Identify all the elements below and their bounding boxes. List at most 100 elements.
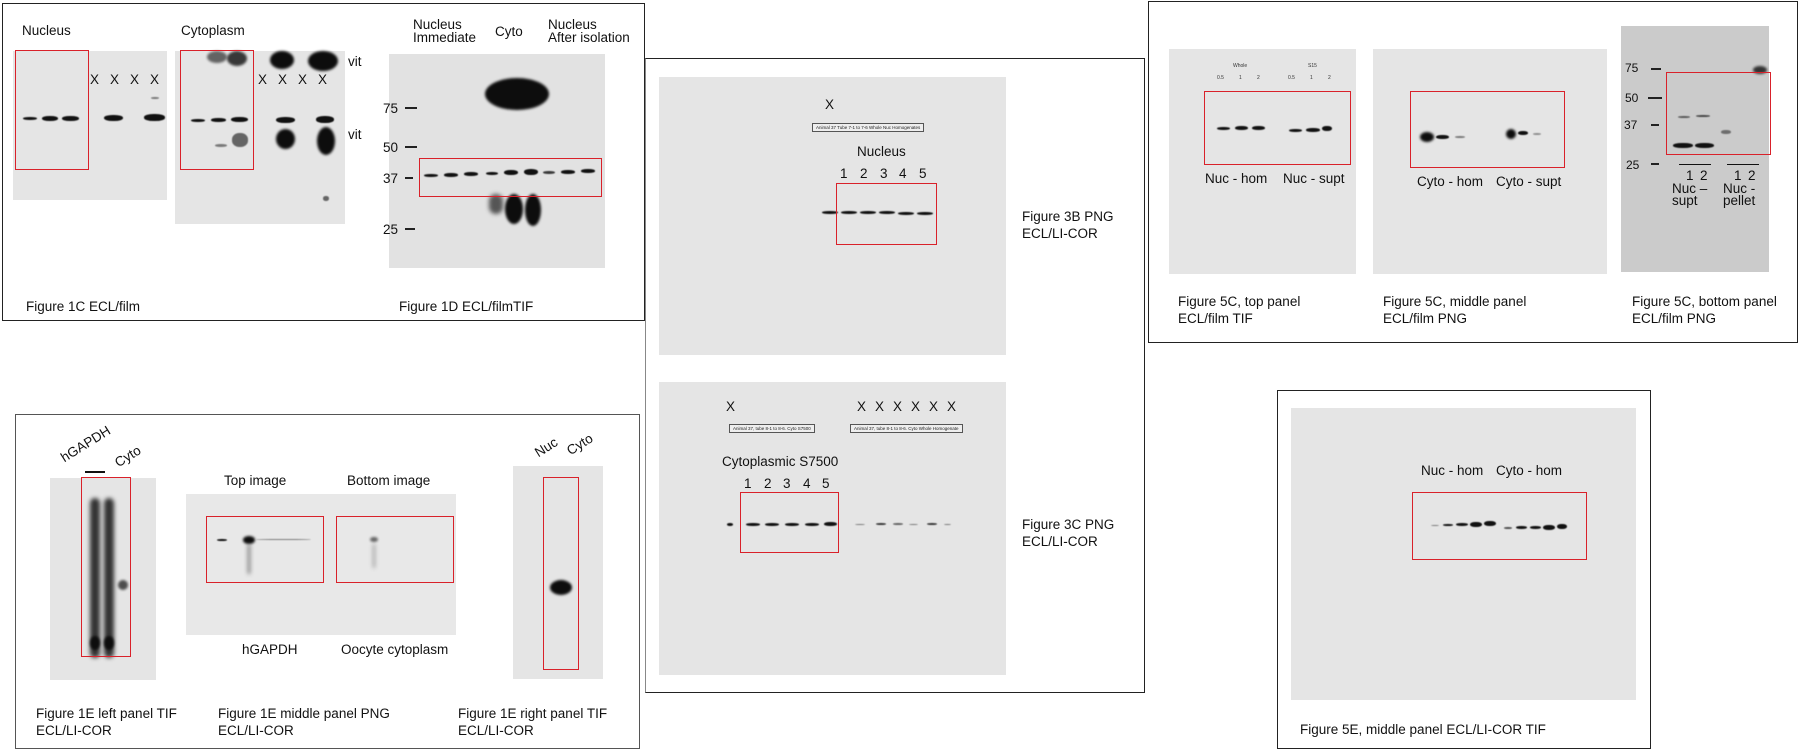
band xyxy=(1235,126,1248,130)
band xyxy=(231,117,248,122)
band xyxy=(118,580,128,590)
fig1e-left-caption-line2: ECL/LI-COR xyxy=(36,723,112,738)
band xyxy=(898,212,914,215)
fig1c-nucleus-label: Nucleus xyxy=(22,23,71,38)
fig5c-bottom-lane-2: 2 xyxy=(1700,168,1708,183)
band xyxy=(1322,126,1332,131)
fig1e-mid-bottom-highlight xyxy=(336,516,454,583)
marker-tick xyxy=(405,107,417,109)
band xyxy=(256,539,311,540)
band xyxy=(504,170,518,175)
fig5e-highlight xyxy=(1412,492,1587,560)
fig3b-highlight xyxy=(836,183,937,245)
band xyxy=(1470,522,1482,527)
fig1c-x-mark: X xyxy=(130,72,140,87)
band xyxy=(1721,130,1731,134)
fig5c-top-nuc-supt-label: Nuc - supt xyxy=(1283,171,1345,186)
fig5c-top-caption-line2: ECL/film TIF xyxy=(1178,311,1253,326)
fig3c-x-mark: X xyxy=(726,399,736,414)
marker-tick xyxy=(1648,97,1662,99)
fig1c-cytoplasm-blot xyxy=(175,51,345,224)
band xyxy=(104,636,114,650)
fig1e-mid-caption-line2: ECL/LI-COR xyxy=(218,723,294,738)
fig3c-sample-tag-left: Animal 37, tube 8-1 to 8-6. Cyto S7500 xyxy=(729,424,815,433)
fig5c-bottom-nuc-supt-line1: Nuc – xyxy=(1672,181,1708,196)
fig3b-blot xyxy=(659,77,1006,355)
fig5c-bottom-nuc-supt-label: Nuc – supt xyxy=(1672,181,1708,208)
fig1d-col3-label: Nucleus After isolation xyxy=(548,17,630,45)
band xyxy=(23,117,37,120)
fig3b-title: Nucleus xyxy=(857,144,906,159)
band xyxy=(765,523,779,526)
fig3c-x-mark: X xyxy=(857,399,867,414)
fig3c-highlight xyxy=(740,492,839,553)
band xyxy=(1484,521,1496,526)
fig1c-x-mark: X xyxy=(110,72,120,87)
smear xyxy=(248,544,250,574)
band xyxy=(317,127,335,155)
band xyxy=(276,129,295,149)
fig1c-cytoplasm-label: Cytoplasm xyxy=(181,23,245,38)
fig1d-marker-37: 37 xyxy=(383,171,399,186)
fig3b-sample-tag: Animal 37 Tube 7-1 to 7-6 Whole Nuc Homo… xyxy=(812,123,925,132)
fig1d-marker-75: 75 xyxy=(383,101,399,116)
fig5c-bottom-marker-25: 25 xyxy=(1626,158,1640,172)
band xyxy=(62,116,79,121)
fig5c-mid-cyto-supt-label: Cyto - supt xyxy=(1496,174,1562,189)
fig5c-bottom-caption-line2: ECL/film PNG xyxy=(1632,311,1717,326)
fig5c-mid-caption-line1: Figure 5C, middle panel xyxy=(1383,294,1527,309)
band xyxy=(316,116,334,123)
fig1d-highlight xyxy=(419,158,602,197)
band xyxy=(805,523,819,526)
band xyxy=(1753,66,1767,74)
fig1c-vit-label-bottom: vit xyxy=(348,127,362,142)
fig1e-mid-oocyte-label: Oocyte cytoplasm xyxy=(341,642,449,657)
band xyxy=(1217,127,1230,130)
fig1d-caption: Figure 1D ECL/filmTIF xyxy=(399,299,534,314)
fig3b-x-mark: X xyxy=(825,97,835,112)
band xyxy=(505,194,523,224)
band xyxy=(944,524,951,525)
fig5c-top-lane: 1 xyxy=(1239,75,1242,81)
fig1c-vit-label-top: vit xyxy=(348,54,362,69)
band xyxy=(42,116,58,121)
band xyxy=(860,211,876,214)
fig1d-blot xyxy=(389,54,605,268)
band xyxy=(1455,136,1465,138)
fig5c-bottom-marker-50: 50 xyxy=(1625,91,1639,105)
fig5c-bottom-lane-1b: 1 xyxy=(1734,168,1742,183)
fig1e-right-caption-line2: ECL/LI-COR xyxy=(458,723,534,738)
band xyxy=(444,173,458,177)
band xyxy=(464,172,478,176)
fig5c-bottom-lane-bar xyxy=(1727,164,1759,166)
band xyxy=(270,51,294,69)
marker-tick xyxy=(1651,124,1659,126)
fig1c-x-mark: X xyxy=(150,72,160,87)
marker-tick xyxy=(1651,68,1661,70)
band xyxy=(485,78,549,110)
fig3b-lane-3: 3 xyxy=(880,166,888,181)
band xyxy=(1533,133,1541,135)
fig5c-top-highlight xyxy=(1204,91,1351,165)
fig5e-nuc-hom-label: Nuc - hom xyxy=(1421,463,1484,478)
fig3b-lane-4: 4 xyxy=(899,166,907,181)
marker-tick xyxy=(405,228,415,230)
fig5e-blot xyxy=(1291,408,1636,700)
fig5c-mid-cyto-hom-label: Cyto - hom xyxy=(1417,174,1484,189)
band xyxy=(893,523,903,525)
fig3c-x-mark: X xyxy=(875,399,885,414)
fig5c-top-lane: 2 xyxy=(1328,75,1331,81)
fig1e-mid-hgapdh-label: hGAPDH xyxy=(242,642,298,657)
lane-smear xyxy=(90,498,100,658)
fig1c-x-mark: X xyxy=(298,72,308,87)
fig3c-x-mark: X xyxy=(929,399,939,414)
marker-tick xyxy=(1651,163,1659,165)
fig1e-mid-bottom-image-label: Bottom image xyxy=(347,473,431,488)
band xyxy=(104,115,123,121)
band xyxy=(550,580,572,595)
fig1d-col3-line1: Nucleus xyxy=(548,17,597,32)
fig5c-top-nuc-hom-label: Nuc - hom xyxy=(1205,171,1268,186)
band xyxy=(1431,525,1439,526)
band xyxy=(232,133,248,147)
fig1e-left-blot xyxy=(50,478,156,680)
